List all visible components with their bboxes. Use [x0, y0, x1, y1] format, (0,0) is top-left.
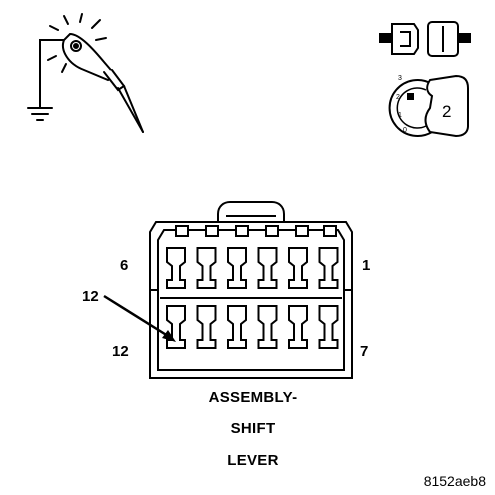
cavity-top-4: [257, 247, 278, 289]
pin-callout-label: 12: [82, 288, 99, 305]
ignition-key-icon: 2 3 2 1 0: [388, 74, 469, 138]
key-number-label: 2: [442, 102, 451, 121]
cavity-top-3: [227, 247, 247, 289]
cavity-bottom-3: [227, 305, 247, 349]
callout-leader-arrow: [103, 294, 176, 342]
pin-label-top-right: 1: [362, 257, 370, 274]
cavity-bottom-5: [288, 305, 308, 349]
pin-label-bottom-left: 12: [112, 343, 129, 360]
pin-label-top-left: 6: [120, 257, 128, 274]
cavity-bottom-1: [166, 305, 186, 349]
connector-disconnect-icon: [379, 21, 471, 57]
cavity-bottom-4: [257, 305, 278, 349]
cavity-bottom-6: [318, 305, 339, 349]
pin-label-bottom-right: 7: [360, 343, 368, 360]
connector-title-line-1: ASSEMBLY-: [209, 389, 298, 406]
cavity-top-5: [288, 247, 308, 289]
cavity-bottom-2: [196, 305, 217, 349]
connector-cavities: [166, 247, 339, 349]
figure-id: 8152aeb8: [424, 473, 487, 489]
connector-title-line-3: LEVER: [227, 452, 279, 469]
key-position-1: 1: [398, 112, 402, 119]
shift-lever-connector: [149, 201, 353, 379]
cavity-top-1: [166, 247, 186, 289]
key-position-2: 2: [396, 94, 400, 101]
key-position-0: 0: [403, 127, 407, 134]
cavity-top-2: [196, 247, 217, 289]
key-position-3: 3: [398, 75, 402, 82]
connector-title-line-2: SHIFT: [231, 420, 276, 437]
cavity-top-6: [318, 247, 339, 289]
test-light-icon: [27, 13, 144, 133]
